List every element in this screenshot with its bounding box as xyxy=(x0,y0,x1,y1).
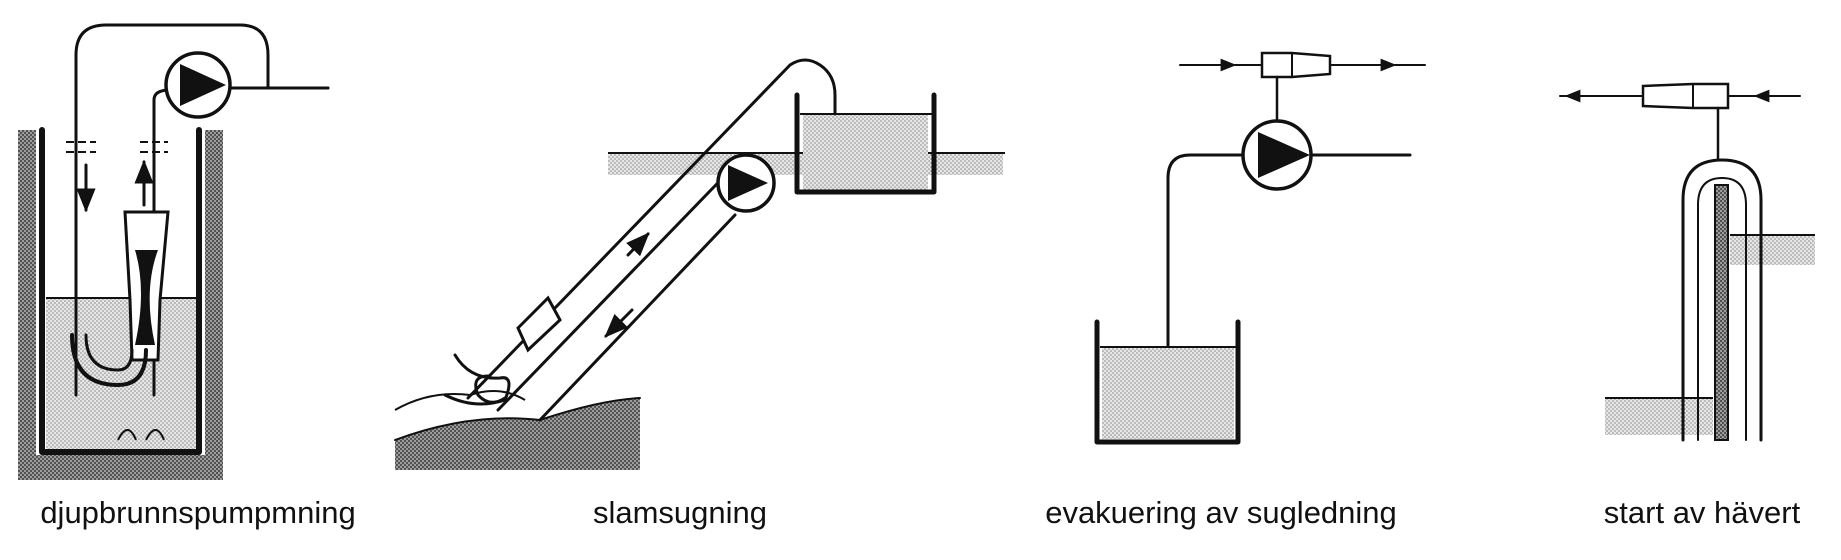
panel-siphon xyxy=(1559,82,1815,442)
sludge-nozzle-head xyxy=(516,295,562,353)
tank-fill xyxy=(803,114,928,192)
pump-icon xyxy=(716,153,776,213)
well-ground-right xyxy=(205,130,223,480)
sludge-claw xyxy=(443,353,511,406)
inflow-swirls xyxy=(117,429,165,441)
well-shaft xyxy=(39,127,202,455)
ejector-icon xyxy=(1260,51,1332,79)
caption-sludge: slamsugning xyxy=(592,495,768,530)
caption-deep-well: djupbrunnspumpmning xyxy=(40,495,356,530)
evac-tank-wall xyxy=(1094,319,1241,445)
seabed xyxy=(395,398,640,470)
evac-tank-fill xyxy=(1102,347,1234,439)
ejector-icon xyxy=(1641,82,1730,110)
u-bend-nozzle xyxy=(70,333,148,387)
flow-arrow-up xyxy=(626,232,650,257)
sludge-hook xyxy=(474,374,507,404)
caption-siphon: start av hävert xyxy=(1603,495,1801,530)
well-water xyxy=(46,298,196,452)
pump-icon xyxy=(164,51,232,119)
caption-evacuation: evakuering av sugledning xyxy=(1045,495,1397,530)
drive-pipe xyxy=(74,23,330,397)
evac-suction-pipe xyxy=(1166,153,1245,392)
sludge-hose-return xyxy=(538,213,737,422)
tank-wall xyxy=(794,92,937,195)
well-ground-bottom xyxy=(18,455,223,480)
siphon-high-water xyxy=(1730,235,1815,265)
ejector-throat xyxy=(135,250,158,345)
panel-deep-well xyxy=(18,23,330,480)
siphon-tube-inner xyxy=(1697,177,1747,441)
pipe-coupling xyxy=(66,141,168,153)
u-bend-inner xyxy=(84,333,134,372)
panel-evacuation xyxy=(1094,51,1426,445)
flow-arrow-down xyxy=(604,308,634,338)
pump-icon xyxy=(1241,119,1313,191)
siphon-tube-outer xyxy=(1681,158,1763,442)
sludge-hose-inner xyxy=(496,158,742,412)
panel-sludge xyxy=(394,58,1005,470)
siphon-low-water xyxy=(1605,398,1713,435)
well-ground-left xyxy=(18,130,36,480)
sludge-hose-outer xyxy=(466,58,837,400)
siphon-wall xyxy=(1714,184,1729,441)
